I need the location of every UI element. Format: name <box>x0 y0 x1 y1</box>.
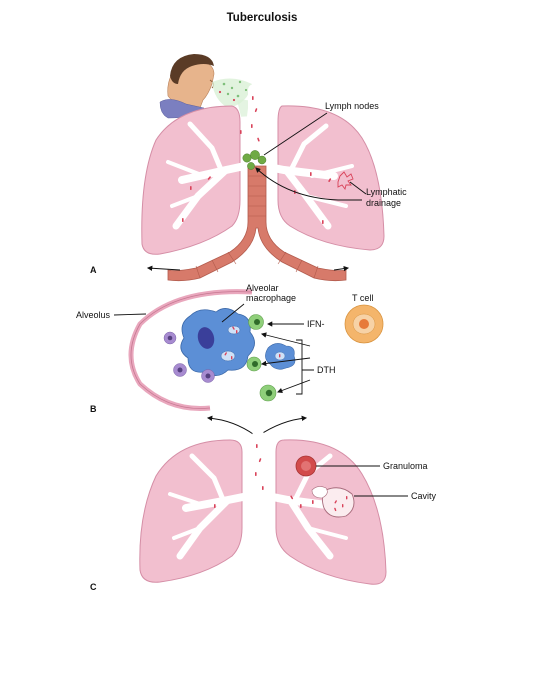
panel-label-b: B <box>90 404 97 414</box>
lungs-a <box>141 84 385 282</box>
label-alveolar: Alveolar <box>246 283 279 293</box>
exit-arrow-up-left <box>206 415 257 437</box>
lymphatic-focus-leader <box>349 181 367 195</box>
lymph-nodes <box>242 150 267 170</box>
label-macrophage: macrophage <box>246 293 296 303</box>
exit-arrow-up-right <box>257 415 308 437</box>
label-lymph-nodes: Lymph nodes <box>325 101 379 111</box>
bronchial-tree-c <box>168 426 348 560</box>
t-cell <box>344 304 384 344</box>
panel-c: Granuloma Cavity C <box>90 415 437 592</box>
label-lymphatic: Lymphatic <box>366 187 407 197</box>
alveolus-leader <box>113 313 147 316</box>
label-cavity: Cavity <box>411 491 437 501</box>
label-alveolus: Alveolus <box>76 310 111 320</box>
alveolar-macrophage <box>180 308 255 376</box>
panel-label-c: C <box>90 582 97 592</box>
purple-cells <box>163 331 215 383</box>
diagram-title: Tuberculosis <box>227 12 298 24</box>
cavity <box>311 486 355 518</box>
exit-arrow-right <box>333 265 350 272</box>
label-dth: DTH <box>317 365 336 375</box>
label-drainage: drainage <box>366 198 401 208</box>
label-t-cell: T cell <box>352 293 373 303</box>
panel-b: Alveolus Alveolar macrophage T cell IFN-… <box>76 283 384 414</box>
lymphatic-focus <box>337 171 354 191</box>
lymph-nodes-leader <box>263 112 328 156</box>
bacteria-a <box>182 96 332 224</box>
dth-cells <box>246 314 277 402</box>
granuloma <box>295 455 317 477</box>
label-ifn: IFN- <box>307 319 325 329</box>
lymphatic-drainage-arrow <box>255 167 362 201</box>
macrophage-leader <box>221 303 245 323</box>
trachea <box>167 165 347 282</box>
panel-a: Lymph nodes Lymphatic drainage A <box>90 54 407 282</box>
droplet-spray <box>212 78 252 117</box>
panel-label-a: A <box>90 265 97 275</box>
exit-arrow-left <box>146 265 181 271</box>
dth-bracket <box>296 339 314 395</box>
bacteria-c <box>214 444 314 508</box>
small-macrophage <box>265 343 296 370</box>
label-granuloma: Granuloma <box>383 461 428 471</box>
